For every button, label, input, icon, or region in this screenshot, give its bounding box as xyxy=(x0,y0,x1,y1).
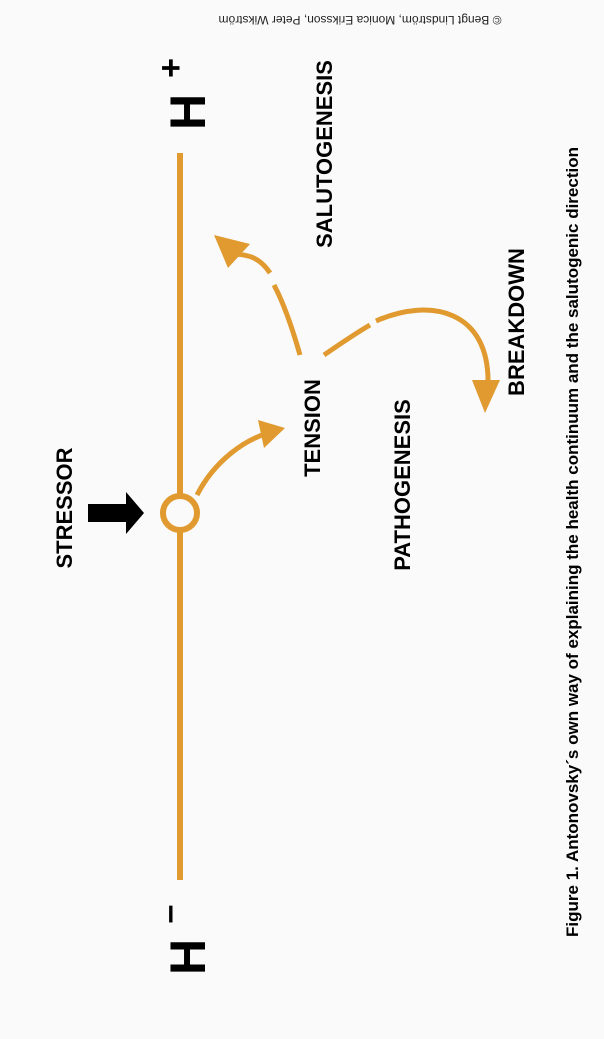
arrow-to-salutogenesis-upper xyxy=(234,251,273,275)
minus-sign: – xyxy=(150,905,188,924)
figure-caption: Figure 1. Antonovsky´s own way of explai… xyxy=(563,147,582,937)
pathogenesis-label: PATHOGENESIS xyxy=(390,399,415,571)
arrow-to-breakdown-head xyxy=(472,380,500,413)
arrow-to-breakdown xyxy=(322,322,372,358)
arrow-to-breakdown-lower xyxy=(374,307,491,386)
salutogenesis-label: SALUTOGENESIS xyxy=(312,60,337,248)
h-minus-label: H xyxy=(160,939,216,975)
tension-label: TENSION xyxy=(300,379,325,477)
arrow-to-tension-head xyxy=(258,420,285,448)
arrow-to-tension xyxy=(194,430,269,497)
h-plus-label: H xyxy=(160,94,216,130)
stressor-arrow xyxy=(88,492,144,534)
breakdown-label: BREAKDOWN xyxy=(504,248,529,396)
copyright-notice: © Bengt Lindström, Monica Eriksson, Pete… xyxy=(219,13,502,27)
stressor-point xyxy=(160,493,200,533)
arrow-to-salutogenesis xyxy=(271,283,303,356)
stressor-label: STRESSOR xyxy=(52,447,77,568)
plus-sign: + xyxy=(152,58,190,78)
arrow-to-salutogenesis-head xyxy=(214,235,250,268)
